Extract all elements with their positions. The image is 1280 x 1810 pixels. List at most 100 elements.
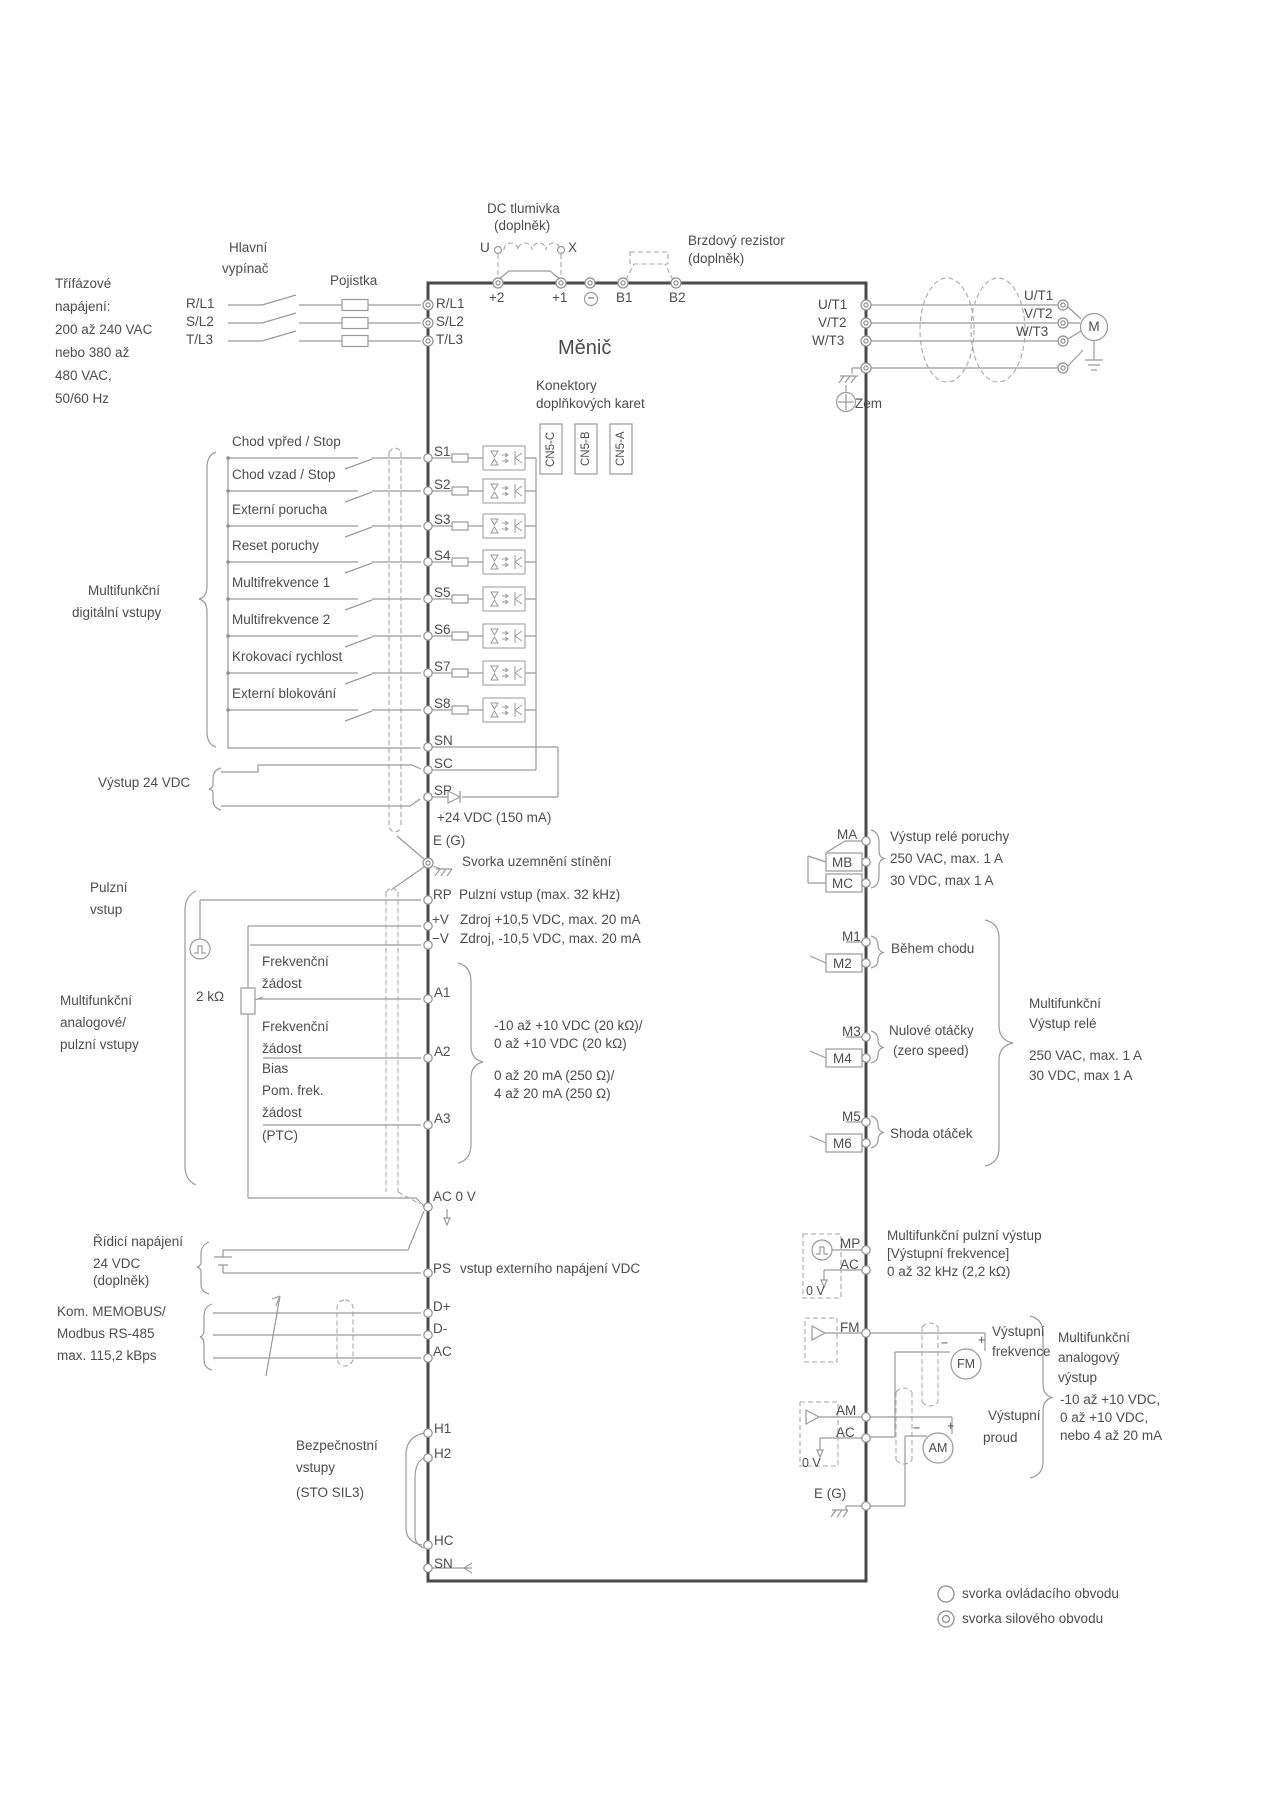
pulse-group-1: Pulzní xyxy=(90,880,128,895)
control-power-2: 24 VDC xyxy=(93,1256,141,1271)
analog-group-2: analogové/ xyxy=(60,1015,127,1030)
terminal-sn: SN xyxy=(434,733,453,748)
mp-zero-volt: 0 V xyxy=(806,1284,825,1298)
terminal-vminus: −V xyxy=(432,931,449,946)
m56-label: Shoda otáček xyxy=(890,1126,973,1141)
terminal-ac-mp: AC xyxy=(840,1257,859,1272)
dc-choke-option: (doplněk) xyxy=(494,218,551,233)
function-s6: Multifrekvence 2 xyxy=(232,612,331,627)
terminal-m2: M2 xyxy=(833,956,852,971)
terminal-s5: S5 xyxy=(434,585,451,600)
terminal-h2: H2 xyxy=(434,1446,452,1461)
terminal-m6: M6 xyxy=(833,1136,852,1151)
terminal-m4: M4 xyxy=(833,1051,852,1066)
terminal-a3: A3 xyxy=(434,1111,451,1126)
fm-plus: + xyxy=(978,1333,986,1347)
terminal-mp: MP xyxy=(840,1236,861,1251)
pulse-out-note-3: 0 až 32 kHz (2,2 kΩ) xyxy=(887,1264,1011,1279)
motor-vt2: V/T2 xyxy=(1024,306,1053,321)
ps-note: vstup externího napájení VDC xyxy=(460,1261,641,1276)
range-3: 0 až 20 mA (250 Ω)/ xyxy=(494,1068,615,1083)
terminal-ac-am: AC xyxy=(836,1425,855,1440)
pulse-out-note-2: [Výstupní frekvence] xyxy=(887,1246,1010,1261)
phase-r-label: R/L1 xyxy=(186,296,215,311)
terminal-tl3: T/L3 xyxy=(436,332,464,347)
analog-group-1: Multifunkční xyxy=(60,993,133,1008)
digital-group-1: Multifunkční xyxy=(88,583,161,598)
dc-choke-u: U xyxy=(480,240,490,255)
inverter-title: Měnič xyxy=(558,337,612,359)
analog-out-group-3: výstup xyxy=(1058,1370,1098,1385)
am-zero-volt: 0 V xyxy=(802,1456,821,1470)
digital-group-2: digitální vstupy xyxy=(72,605,162,620)
supply-line-5: 480 VAC, xyxy=(55,368,112,383)
am-label-2: proud xyxy=(983,1430,1018,1445)
terminal-hc: HC xyxy=(434,1533,454,1548)
function-s5: Multifrekvence 1 xyxy=(232,575,331,590)
braces xyxy=(184,451,1055,1479)
legend-power-terminal: svorka silového obvodu xyxy=(962,1611,1104,1626)
safety-label-1: Bezpečnostní xyxy=(296,1438,378,1453)
terminal-s8: S8 xyxy=(434,696,451,711)
supply-line-3: 200 až 240 VAC xyxy=(55,322,153,337)
brake-resistor-name: Brzdový rezistor xyxy=(688,233,785,248)
function-s8: Externí blokování xyxy=(232,686,337,701)
main-switch-label-2: vypínač xyxy=(222,261,269,276)
vplus-note: Zdroj +10,5 VDC, max. 20 mA xyxy=(460,912,641,927)
fm-meter-label: FM xyxy=(956,1357,976,1371)
terminal-ac-comm: AC xyxy=(433,1344,452,1359)
terminal-s3: S3 xyxy=(434,512,451,527)
relay-group-3: 250 VAC, max. 1 A xyxy=(1029,1048,1143,1063)
terminal-sp: SP xyxy=(434,783,453,798)
shield-dashes xyxy=(336,242,1026,1467)
pulse-group-2: vstup xyxy=(90,902,123,917)
function-s2: Chod vzad / Stop xyxy=(232,467,336,482)
terminal-vt2: V/T2 xyxy=(818,315,847,330)
analog-out-range-1: -10 až +10 VDC, xyxy=(1060,1392,1161,1407)
terminal-dminus: D- xyxy=(433,1321,448,1336)
a3-label-3: (PTC) xyxy=(262,1128,298,1143)
am-meter-label: AM xyxy=(928,1441,948,1455)
terminal-s6: S6 xyxy=(434,622,451,637)
terminal-ut1: U/T1 xyxy=(818,297,848,312)
main-switch-label-1: Hlavní xyxy=(229,240,268,255)
am-plus: + xyxy=(947,1419,955,1433)
fm-meter-icon xyxy=(950,1348,982,1380)
a2-label-2: žádost xyxy=(262,1041,302,1056)
a1-label-1: Frekvenční xyxy=(262,954,329,969)
supply-line-4: nebo 380 až xyxy=(55,345,130,360)
range-2: 0 až +10 VDC (20 kΩ) xyxy=(494,1036,627,1051)
terminal-plus1: +1 xyxy=(552,290,568,305)
function-s3: Externí porucha xyxy=(232,502,328,517)
power-terminal-icon xyxy=(937,1610,955,1628)
comm-label-2: Modbus RS-485 xyxy=(57,1326,155,1341)
junction-dots xyxy=(226,456,230,712)
dc-choke-name: DC tlumivka xyxy=(487,201,560,216)
terminal-sl2: S/L2 xyxy=(436,314,464,329)
fm-label-1: Výstupní xyxy=(992,1324,1045,1339)
terminal-mc: MC xyxy=(832,876,853,891)
a2-label-3: Bias xyxy=(262,1061,289,1076)
control-terminal-icon xyxy=(937,1585,955,1603)
terminal-s2: S2 xyxy=(434,477,451,492)
terminal-b1: B1 xyxy=(616,290,633,305)
rp-note: Pulzní vstup (max. 32 kHz) xyxy=(459,887,621,902)
a3-label-2: žádost xyxy=(262,1105,302,1120)
range-4: 4 až 20 mA (250 Ω) xyxy=(494,1086,611,1101)
phase-s-label: S/L2 xyxy=(186,314,214,329)
opto-isolator-icons xyxy=(482,445,526,723)
a1-label-2: žádost xyxy=(262,976,302,991)
terminal-s7: S7 xyxy=(434,659,451,674)
terminal-fm: FM xyxy=(840,1320,860,1335)
terminal-a1: A1 xyxy=(434,985,451,1000)
motor-ut1: U/T1 xyxy=(1024,288,1054,303)
terminal-ps: PS xyxy=(433,1261,452,1276)
terminal-am: AM xyxy=(836,1403,857,1418)
function-s1: Chod vpřed / Stop xyxy=(232,434,341,449)
pulse-out-note-1: Multifunkční pulzní výstup xyxy=(887,1228,1042,1243)
am-label-1: Výstupní xyxy=(988,1408,1041,1423)
fault-relay-note-3: 30 VDC, max 1 A xyxy=(890,873,994,888)
analog-group-3: pulzní vstupy xyxy=(60,1037,139,1052)
